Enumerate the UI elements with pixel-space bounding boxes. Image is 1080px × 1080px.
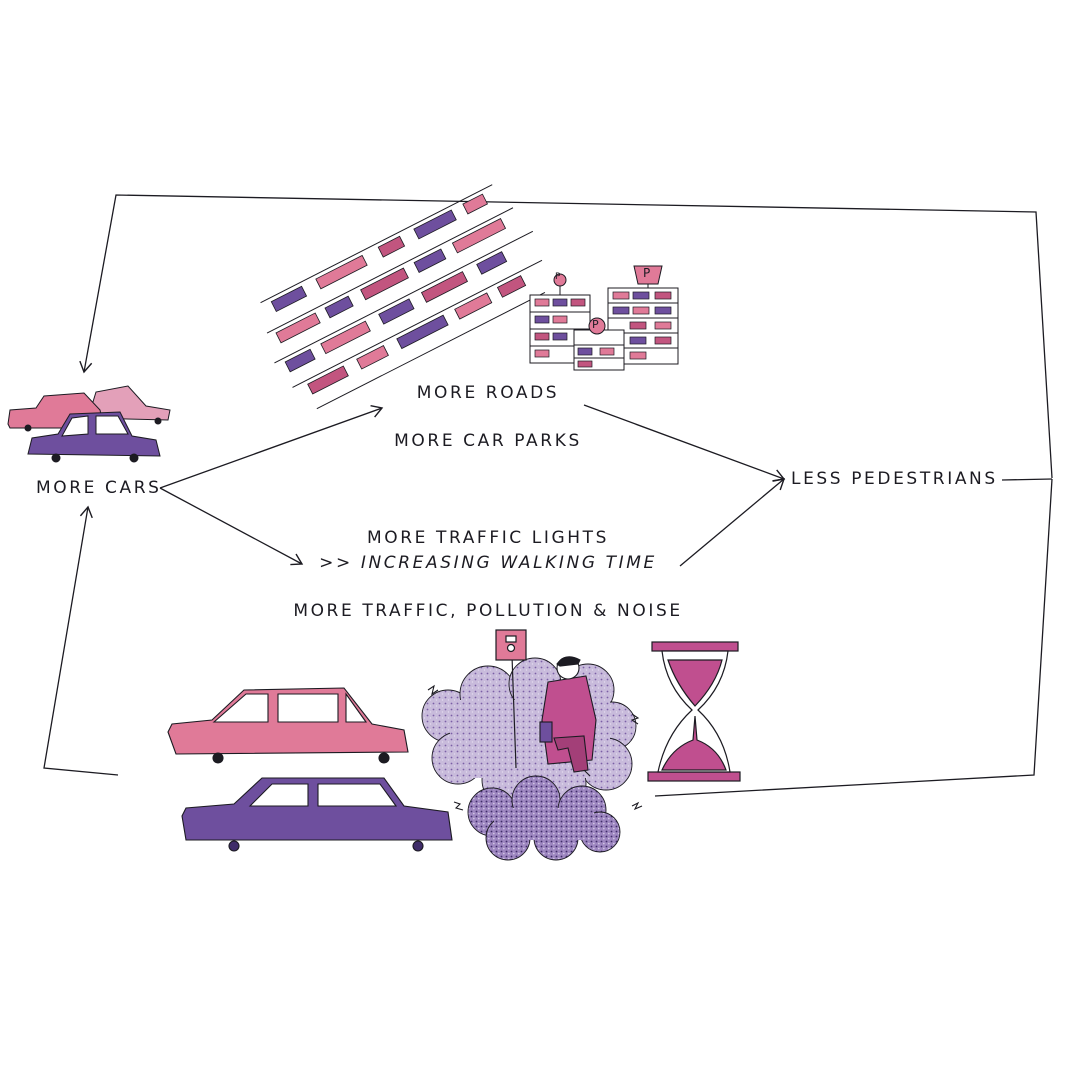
- line-pedestrians-right: [1001, 478, 1053, 481]
- arrow-cars-to-traffic-lights: [159, 487, 304, 566]
- hourglass-icon: [647, 641, 741, 782]
- loop-line-top: [79, 194, 1053, 479]
- label-more-car-parks: MORE CAR PARKS: [394, 431, 582, 451]
- road-cars-icon: [260, 184, 546, 410]
- label-increasing-walking-time: >> INCREASING WALKING TIME: [319, 553, 657, 573]
- label-more-cars: MORE CARS: [36, 478, 162, 498]
- parking-sign-label: P: [592, 318, 599, 331]
- parking-sign-label: P: [555, 272, 561, 282]
- car-icon: [7, 385, 171, 463]
- label-more-traffic-pollution-noise: MORE TRAFFIC, POLLUTION & NOISE: [293, 601, 683, 621]
- parking-sign-label: P: [643, 266, 651, 280]
- traffic-light-icon: [495, 629, 527, 769]
- arrow-cars-to-roads: [159, 405, 384, 489]
- pedestrian-icon: [539, 656, 597, 777]
- connector-lines: [43, 194, 1053, 797]
- car-icon: [167, 687, 453, 852]
- loop-line-bottom-left: [43, 505, 119, 776]
- label-more-roads: MORE ROADS: [416, 383, 560, 403]
- smog-cloud-icon: [421, 657, 643, 861]
- arrow-lights-to-pedestrians: [679, 478, 786, 567]
- arrow-roads-to-pedestrians: [583, 404, 786, 482]
- loop-line-bottom-right: [654, 478, 1053, 797]
- label-more-traffic-lights: MORE TRAFFIC LIGHTS: [366, 528, 610, 548]
- parking-garage-icon: [529, 265, 679, 371]
- label-less-pedestrians: LESS PEDESTRIANS: [791, 469, 998, 489]
